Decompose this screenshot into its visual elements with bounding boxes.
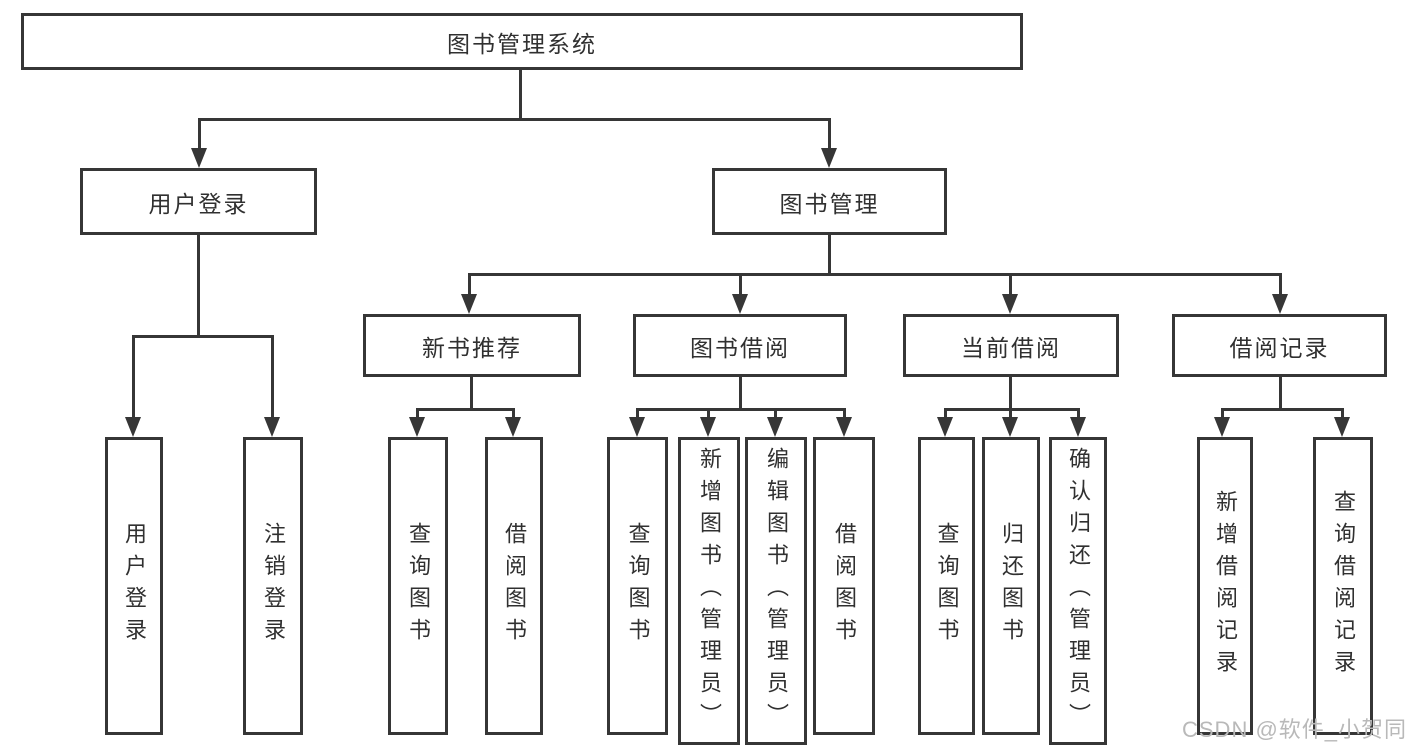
leaf-label: 归还图书 <box>999 522 1024 650</box>
arrow-down-icon <box>505 408 521 437</box>
connector-stem-new-book <box>470 377 473 408</box>
node-root-library-management-system: 图书管理系统 <box>21 13 1023 70</box>
arrow-down-icon <box>1272 273 1288 314</box>
csdn-watermark: CSDN @软件_小贺同学 <box>1182 717 1405 742</box>
node-user-login: 用户登录 <box>80 168 317 235</box>
leaf-label: 查询图书 <box>934 522 960 650</box>
leaf-query-books-borrowing: 查询图书 <box>607 437 668 735</box>
node-label: 图书借阅 <box>690 334 790 361</box>
connector-hline-current-borrow <box>944 408 1080 411</box>
arrow-down-icon <box>732 273 748 314</box>
leaf-add-books-admin: 新增图书（管理员） <box>678 437 740 745</box>
leaf-query-books-current: 查询图书 <box>918 437 975 735</box>
leaf-borrow-books-borrowing: 借阅图书 <box>813 437 875 735</box>
leaf-label: 借阅图书 <box>832 522 857 650</box>
leaf-label: 查询借阅记录 <box>1331 490 1356 682</box>
arrow-down-icon <box>191 118 207 168</box>
arrow-down-icon <box>1002 273 1018 314</box>
connector-hline-new-book <box>416 408 515 411</box>
arrow-down-icon <box>125 335 141 437</box>
leaf-add-borrow-record: 新增借阅记录 <box>1197 437 1253 735</box>
arrow-down-icon <box>629 408 645 437</box>
connector-stem-root <box>519 70 522 118</box>
node-label: 借阅记录 <box>1229 334 1330 361</box>
connector-hline-user-login <box>132 335 274 338</box>
leaf-query-books-newbook: 查询图书 <box>388 437 448 735</box>
node-new-book-recommendation: 新书推荐 <box>363 314 581 377</box>
arrow-down-icon <box>836 408 852 437</box>
leaf-label: 查询图书 <box>625 522 651 650</box>
leaf-label: 新增图书（管理员） <box>697 447 722 735</box>
leaf-user-login: 用户登录 <box>105 437 163 735</box>
arrow-down-icon <box>767 408 783 437</box>
connector-stem-user-login <box>197 235 200 335</box>
arrow-down-icon <box>821 118 837 168</box>
connector-stem-book-borrow <box>739 377 742 408</box>
node-label: 新书推荐 <box>422 334 522 361</box>
node-current-borrowing: 当前借阅 <box>903 314 1119 377</box>
arrow-down-icon <box>1334 408 1350 437</box>
arrow-down-icon <box>937 408 953 437</box>
connector-stem-borrow-record <box>1279 377 1282 408</box>
leaf-return-books: 归还图书 <box>982 437 1040 735</box>
leaf-label: 新增借阅记录 <box>1213 490 1238 682</box>
node-label: 图书管理 <box>779 190 880 217</box>
leaf-label: 注销登录 <box>261 522 286 650</box>
leaf-edit-books-admin: 编辑图书（管理员） <box>745 437 807 745</box>
node-label: 用户登录 <box>148 190 249 217</box>
leaf-confirm-return-admin: 确认归还（管理员） <box>1049 437 1107 745</box>
connector-hline-borrow-record <box>1221 408 1344 411</box>
node-borrowing-records: 借阅记录 <box>1172 314 1387 377</box>
leaf-logout: 注销登录 <box>243 437 303 735</box>
arrow-down-icon <box>1214 408 1230 437</box>
connector-stem-current-borrow <box>1009 377 1012 408</box>
node-label: 图书管理系统 <box>447 30 597 57</box>
arrow-down-icon <box>1002 408 1018 437</box>
node-label: 当前借阅 <box>961 334 1061 361</box>
connector-hline-level2 <box>198 118 831 121</box>
node-book-borrowing: 图书借阅 <box>633 314 847 377</box>
connector-stem-book-management <box>828 235 831 273</box>
connector-hline-level3 <box>468 273 1281 276</box>
leaf-label: 用户登录 <box>122 522 147 650</box>
arrow-down-icon <box>409 408 425 437</box>
leaf-query-borrow-record: 查询借阅记录 <box>1313 437 1373 735</box>
arrow-down-icon <box>264 335 280 437</box>
leaf-label: 借阅图书 <box>502 522 527 650</box>
leaf-label: 确认归还（管理员） <box>1066 447 1091 735</box>
leaf-label: 编辑图书（管理员） <box>764 447 789 735</box>
arrow-down-icon <box>461 273 477 314</box>
connector-hline-book-borrow <box>636 408 846 411</box>
arrow-down-icon <box>700 408 716 437</box>
node-book-management: 图书管理 <box>712 168 947 235</box>
leaf-label: 查询图书 <box>406 522 431 650</box>
arrow-down-icon <box>1070 408 1086 437</box>
leaf-borrow-books-newbook: 借阅图书 <box>485 437 543 735</box>
